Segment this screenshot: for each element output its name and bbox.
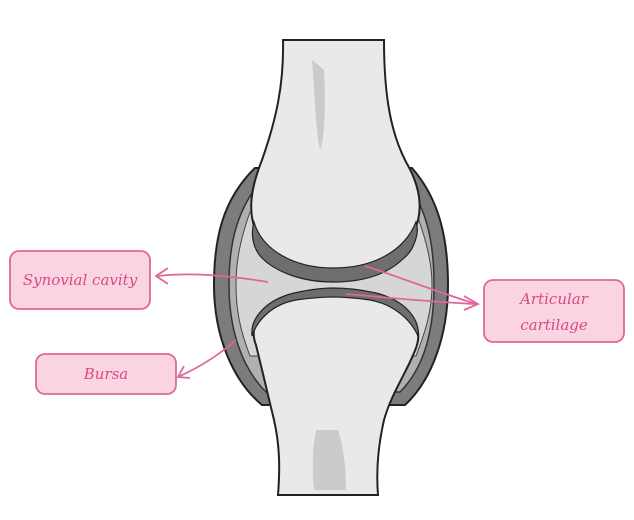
synovial-cavity-arrowhead bbox=[154, 267, 169, 285]
articular-cartilage-pointer-upper bbox=[364, 265, 477, 305]
articular-cartilage-upper bbox=[251, 219, 418, 283]
synovial-cavity-pointer bbox=[157, 273, 269, 283]
synovial-cavity-callout: Synovial cavity bbox=[9, 250, 151, 310]
articular-cartilage-callout: Articular cartilage bbox=[483, 279, 625, 343]
bursa-callout: Bursa bbox=[35, 353, 177, 395]
articular-cartilage-callout-box bbox=[483, 279, 625, 343]
lower-bone-shading bbox=[312, 430, 346, 490]
articular-cartilage-label-line1: Articular bbox=[518, 290, 589, 308]
upper-bone bbox=[250, 39, 421, 272]
articular-cartilage-arrowhead bbox=[463, 295, 481, 311]
synovial-cavity-label: Synovial cavity bbox=[23, 271, 138, 289]
bursa-arrowhead bbox=[176, 365, 191, 379]
articular-cartilage-pointer-lower bbox=[345, 293, 477, 305]
bursa-pointer bbox=[179, 339, 237, 377]
bursa-callout-box bbox=[35, 353, 177, 395]
bursa-label: Bursa bbox=[83, 365, 129, 383]
articular-cartilage-lower bbox=[251, 287, 419, 339]
upper-bone-shading bbox=[312, 60, 325, 150]
articular-cartilage-label-line2: cartilage bbox=[520, 316, 588, 334]
synovial-cavity-callout-box bbox=[9, 250, 151, 310]
